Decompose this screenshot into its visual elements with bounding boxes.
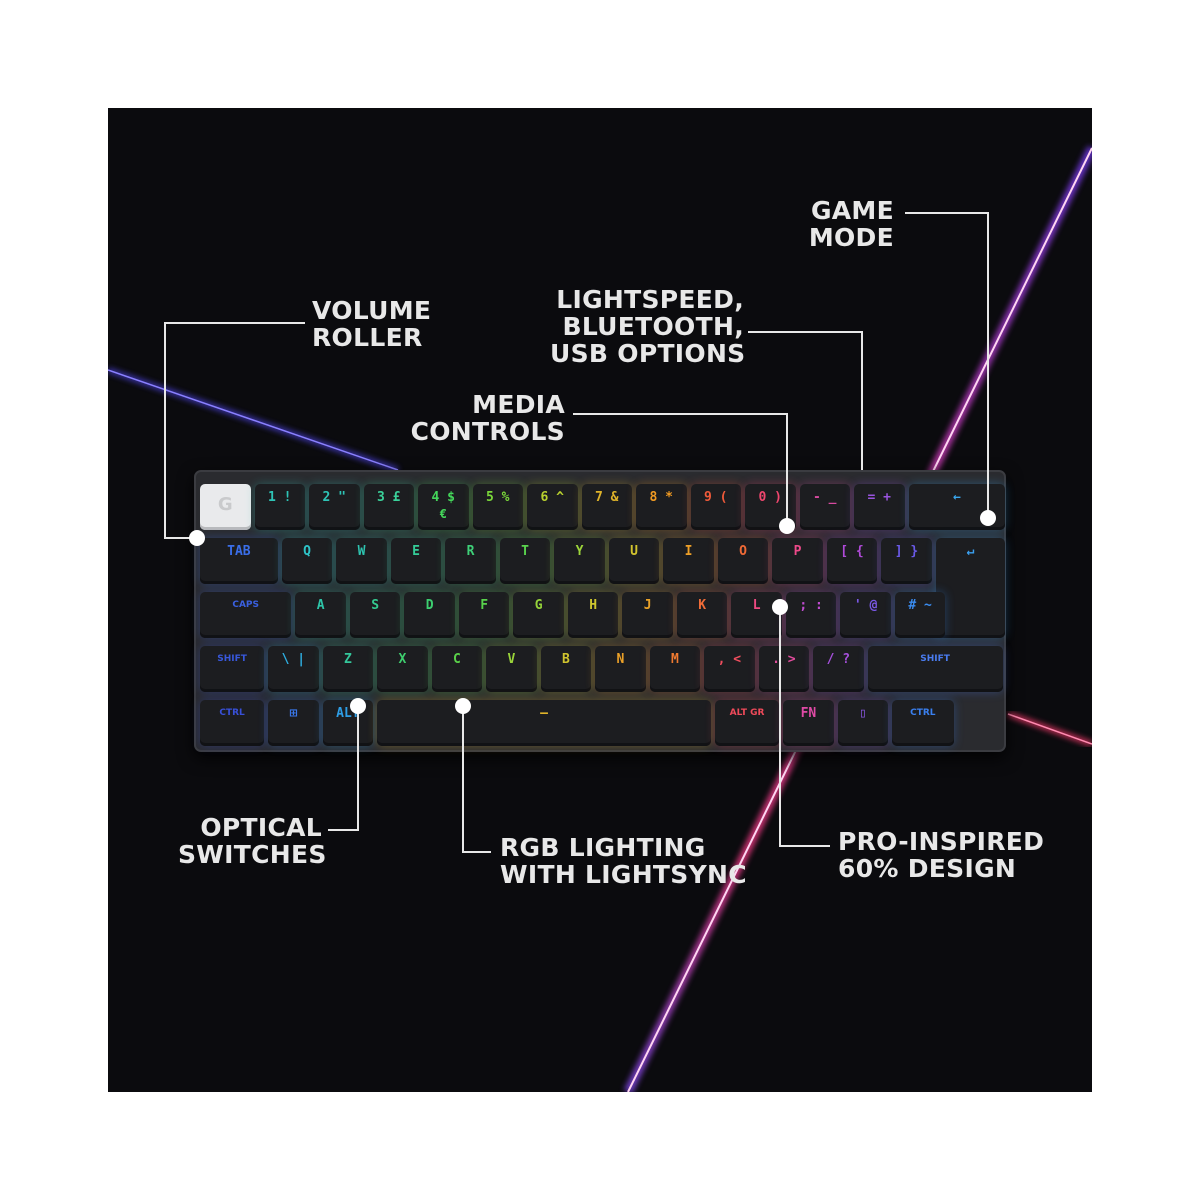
key[interactable]: V (486, 646, 537, 692)
key[interactable]: 0 ) (745, 484, 796, 530)
key[interactable]: L (731, 592, 782, 638)
key[interactable]: ▯ (837, 700, 889, 746)
key[interactable]: ⊞ (268, 700, 319, 746)
key[interactable]: TAB (200, 538, 278, 584)
key[interactable]: C (431, 646, 483, 692)
key[interactable]: T (499, 538, 551, 584)
rgb-lighting-callout: RGB LIGHTING WITH LIGHTSYNC (500, 833, 747, 889)
key[interactable]: F (458, 592, 510, 638)
volume-roller-callout: VOLUME ROLLER (312, 297, 452, 351)
callout-line: MEDIA (472, 390, 565, 419)
callout-line: RGB LIGHTING (500, 833, 706, 862)
key[interactable]: , < (704, 646, 755, 692)
game-mode-callout: GAME MODE (790, 197, 894, 251)
key[interactable]: 2 " (309, 484, 360, 530)
key[interactable]: K (676, 592, 728, 638)
callout-line: CONTROLS (410, 417, 565, 446)
key[interactable]: . > (758, 646, 810, 692)
key[interactable]: 3 £ (363, 484, 414, 530)
key[interactable]: 7 & (581, 484, 632, 530)
key-sublegend: € (439, 507, 447, 521)
key[interactable]: SHIFT (200, 646, 265, 692)
callout-line: 60% DESIGN (838, 854, 1017, 883)
key[interactable]: CTRL (200, 700, 265, 746)
key[interactable]: I (663, 538, 714, 584)
key[interactable]: W (336, 538, 387, 584)
callout-line: OPTICAL (200, 813, 322, 842)
key[interactable]: P (772, 538, 823, 584)
key[interactable]: ALT GR (715, 700, 780, 746)
key[interactable]: CTRL (892, 700, 954, 746)
key[interactable]: 8 * (636, 484, 687, 530)
key[interactable]: CAPS (200, 592, 292, 638)
lightspeed-callout: LIGHTSPEED, BLUETOOTH, USB OPTIONS (550, 285, 746, 368)
key[interactable]: X (377, 646, 428, 692)
callout-line: VOLUME (312, 296, 432, 325)
key[interactable]: H (567, 592, 619, 638)
key[interactable]: E (390, 538, 442, 584)
key[interactable]: A (295, 592, 346, 638)
key[interactable]: # ~ (894, 592, 946, 638)
key[interactable]: R (445, 538, 496, 584)
callout-line: WITH LIGHTSYNC (500, 860, 747, 889)
callout-line: BLUETOOTH, (562, 312, 744, 341)
key[interactable]: — (377, 700, 712, 746)
callout-line: ROLLER (312, 323, 423, 352)
key[interactable]: 4 $€ (418, 484, 469, 530)
key[interactable]: Z (322, 646, 374, 692)
callout-line: LIGHTSPEED, (556, 285, 744, 314)
optical-switches-callout: OPTICAL SWITCHES (178, 813, 327, 869)
key[interactable]: ALT (322, 700, 374, 746)
key[interactable]: U (608, 538, 660, 584)
key[interactable]: - _ (799, 484, 850, 530)
key[interactable]: 9 ( (690, 484, 741, 530)
key[interactable]: D (404, 592, 455, 638)
logo-key-g[interactable]: G (200, 484, 251, 530)
key[interactable]: Y (554, 538, 605, 584)
key[interactable]: 1 ! (254, 484, 305, 530)
key[interactable]: ' @ (840, 592, 891, 638)
key[interactable]: S (349, 592, 401, 638)
key[interactable]: 5 % (472, 484, 523, 530)
callout-line: MODE (808, 223, 894, 252)
key[interactable]: FN (783, 700, 834, 746)
key[interactable]: O (717, 538, 769, 584)
callout-line: PRO-INSPIRED (838, 827, 1045, 856)
key[interactable]: B (540, 646, 592, 692)
key[interactable]: [ { (826, 538, 878, 584)
key[interactable]: ; : (785, 592, 837, 638)
key[interactable]: ← (908, 484, 1006, 530)
media-controls-callout: MEDIA CONTROLS (400, 391, 565, 445)
callout-line: USB OPTIONS (550, 339, 746, 368)
key[interactable]: / ? (813, 646, 864, 692)
callout-line: GAME (810, 196, 894, 225)
pro-inspired-callout: PRO-INSPIRED 60% DESIGN (838, 827, 1045, 883)
key[interactable]: SHIFT (867, 646, 1003, 692)
key[interactable]: 6 ^ (527, 484, 578, 530)
callout-line: SWITCHES (178, 840, 327, 869)
key[interactable]: ↵ (935, 538, 1006, 638)
key[interactable]: G (513, 592, 564, 638)
key[interactable]: J (622, 592, 673, 638)
key[interactable]: = + (854, 484, 905, 530)
key[interactable]: \ | (268, 646, 319, 692)
key[interactable]: Q (281, 538, 333, 584)
key[interactable]: ] } (881, 538, 932, 584)
key[interactable]: N (595, 646, 646, 692)
key[interactable]: M (649, 646, 701, 692)
